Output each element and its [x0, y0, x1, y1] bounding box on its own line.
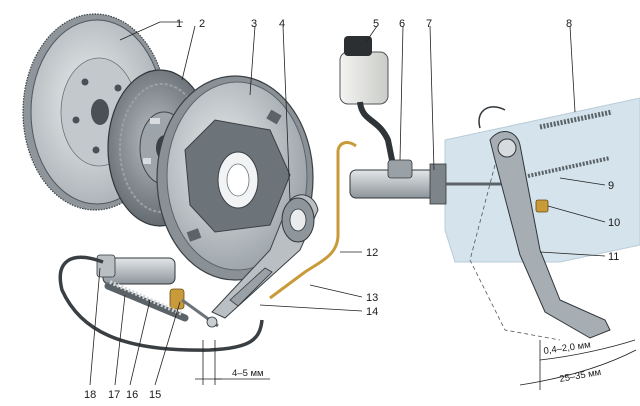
- callout-16: 16: [126, 389, 138, 401]
- callout-12: 12: [366, 247, 378, 259]
- callout-4: 4: [279, 18, 285, 30]
- callout-14: 14: [366, 306, 378, 318]
- callout-7: 7: [426, 18, 432, 30]
- release-fork: [211, 194, 319, 319]
- callout-9: 9: [608, 180, 614, 192]
- pedal-travel-label: 25–35 мм: [559, 367, 602, 385]
- callout-17: 17: [108, 389, 120, 401]
- pressure-plate: [156, 75, 314, 281]
- slave-cylinder: [96, 254, 219, 328]
- callout-18: 18: [84, 389, 96, 401]
- leader-lines: [89, 21, 606, 386]
- callout-5: 5: [373, 18, 379, 30]
- pedal-assembly: [469, 106, 613, 341]
- callout-11: 11: [608, 251, 619, 263]
- master-cylinder: [339, 36, 515, 205]
- callout-1: 1: [176, 18, 182, 30]
- dimension-rod-freeplay: [195, 340, 270, 385]
- callout-13: 13: [366, 292, 378, 304]
- callout-15: 15: [149, 389, 161, 401]
- callout-10: 10: [608, 217, 620, 229]
- dimension-pedal: [519, 339, 637, 390]
- callout-6: 6: [399, 18, 405, 30]
- freeplay-rod-label: 4–5 мм: [232, 368, 264, 379]
- hydraulic-line-upper: [269, 150, 340, 300]
- pedal-gap-label: 0,4–2,0 мм: [543, 339, 591, 356]
- hydraulic-line-lower: [58, 255, 264, 352]
- callout-numbers: 1 2 3 4 5 6 7 8 9 10 11 12 13 14 15 16 1…: [84, 18, 620, 401]
- callout-3: 3: [251, 18, 257, 30]
- callout-8: 8: [566, 18, 572, 30]
- callout-2: 2: [199, 18, 205, 30]
